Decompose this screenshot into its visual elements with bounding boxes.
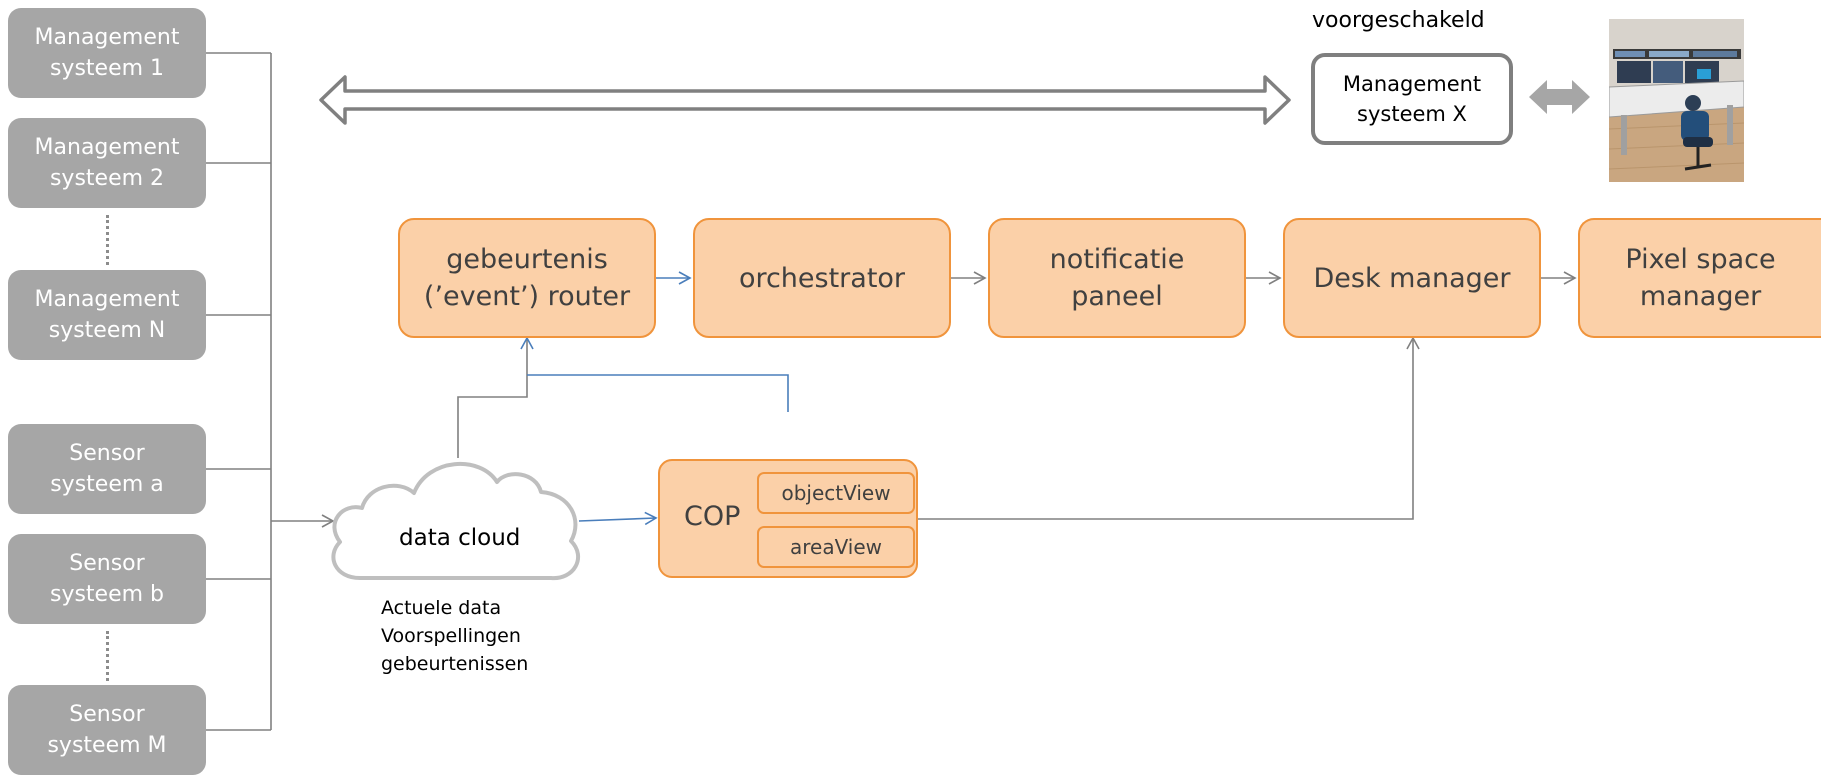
data-cloud-note-predictions: Voorspellingen <box>381 625 521 647</box>
management-system-n-line2: systeem N <box>48 318 166 343</box>
sensor-system-b-line1: Sensor <box>69 551 145 576</box>
data-cloud-note-current: Actuele data <box>381 597 502 619</box>
object-view-box: objectView <box>757 472 915 514</box>
operator-desk-image <box>1609 19 1744 182</box>
data-cloud-notes: Actuele data Voorspellingen gebeurteniss… <box>381 594 528 678</box>
event-router-line2: (’event’) router <box>423 281 631 312</box>
management-ellipsis-dots <box>106 215 109 265</box>
cloud-to-cop-arrow <box>578 511 658 526</box>
cop-box: COP objectView areaView <box>658 459 918 578</box>
notification-panel-line1: notificatie <box>1049 244 1185 275</box>
event-router-line1: gebeurtenis <box>446 244 608 275</box>
area-view-label: areaView <box>789 535 883 559</box>
object-view-label: objectView <box>781 481 891 505</box>
management-system-1-line2: systeem 1 <box>49 56 165 81</box>
sensor-system-b-line2: systeem b <box>49 582 165 607</box>
cop-label: COP <box>684 501 741 532</box>
pixel-space-manager-box: Pixel space manager <box>1578 218 1821 338</box>
data-cloud-note-events: gebeurtenissen <box>381 653 529 675</box>
management-system-2: Management systeem 2 <box>8 118 206 208</box>
management-system-1: Management systeem 1 <box>8 8 206 98</box>
sensor-system-b: Sensor systeem b <box>8 534 206 624</box>
sensor-system-a-line2: systeem a <box>50 472 164 497</box>
source-bus <box>206 52 272 731</box>
cop-feedback-line <box>527 374 789 412</box>
management-system-n-line1: Management <box>34 287 180 312</box>
cloud-to-router-line <box>457 336 534 458</box>
cop-to-desk-line <box>918 336 1420 520</box>
sensor-system-a-line1: Sensor <box>69 441 145 466</box>
sensor-system-m: Sensor systeem M <box>8 685 206 775</box>
desk-manager-box: Desk manager <box>1283 218 1541 338</box>
event-router-box: gebeurtenis (’event’) router <box>398 218 656 338</box>
management-system-x-line2: systeem X <box>1357 102 1467 126</box>
data-cloud-label: data cloud <box>399 525 521 551</box>
management-system-x: Management systeem X <box>1311 53 1513 145</box>
notification-panel-line2: paneel <box>1071 281 1163 312</box>
management-system-2-line2: systeem 2 <box>49 166 165 191</box>
desk-manager-label: Desk manager <box>1313 262 1511 294</box>
sensor-system-m-line1: Sensor <box>69 702 145 727</box>
desk-link-arrow <box>1529 80 1590 114</box>
management-system-x-line1: Management <box>1342 72 1482 96</box>
double-arrow <box>319 75 1291 125</box>
sensor-ellipsis-dots <box>106 631 109 681</box>
data-cloud-shape <box>331 462 581 581</box>
pixel-space-manager-line1: Pixel space <box>1625 244 1776 275</box>
orchestrator-box: orchestrator <box>693 218 951 338</box>
management-system-1-line1: Management <box>34 25 180 50</box>
area-view-box: areaView <box>757 526 915 568</box>
sensor-system-m-line2: systeem M <box>47 733 167 758</box>
management-system-2-line1: Management <box>34 135 180 160</box>
pixel-space-manager-line2: manager <box>1639 281 1762 312</box>
management-system-n: Management systeem N <box>8 270 206 360</box>
upstream-caption: voorgeschakeld <box>1312 8 1485 33</box>
notification-panel-box: notificatie paneel <box>988 218 1246 338</box>
orchestrator-label: orchestrator <box>738 262 906 294</box>
sensor-system-a: Sensor systeem a <box>8 424 206 514</box>
